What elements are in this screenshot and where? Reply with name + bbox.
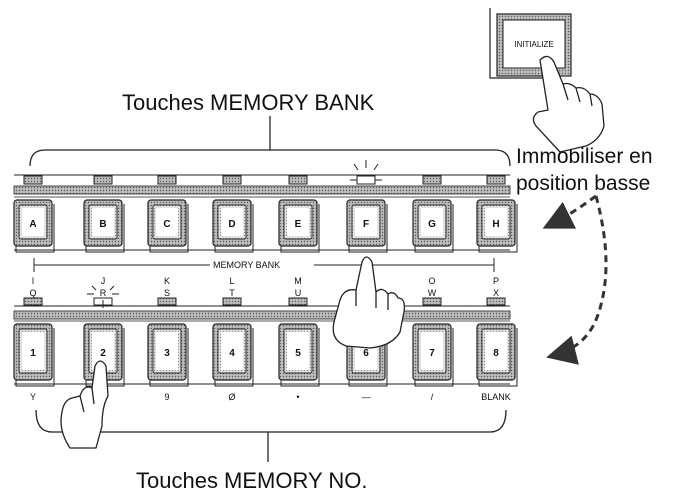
led-glow-2 [87,285,119,308]
initialize-label: INITIALIZE [514,40,554,49]
bank-led-f [356,175,376,185]
no-bracket [35,409,507,462]
memory-no-key-2[interactable]: 2 [83,323,125,387]
memory-no-key-7[interactable]: 7 [412,323,454,387]
no-sub-label-4: Ø [228,392,235,402]
bank-sub-top-l: L [229,276,234,286]
bank-bracket [29,116,511,167]
bank-led-g [422,175,442,185]
memory-bank-key-h[interactable]: H [476,199,518,253]
hand-icon-initialize [532,55,605,153]
memory-bank-key-f-label: F [363,219,369,230]
memory-no-key-4-label: 4 [229,348,235,359]
hold-label-line1: Immobiliser en [516,145,653,168]
bank-sub-bottom-r: R [100,288,107,298]
no-led-3 [157,297,177,306]
no-title: Touches MEMORY NO. [136,468,367,493]
bank-sub-bottom-q: Q [29,288,36,298]
memory-no-key-1[interactable]: 1 [13,323,55,387]
bank-sub-top-p: P [493,276,499,286]
bank-sub-bottom-x: X [493,288,499,298]
bank-led-e [288,175,308,185]
hand-icon-bank [332,256,406,349]
no-sub-label-6: — [362,392,371,402]
memory-no-key-5-label: 5 [295,348,301,359]
bank-sub-bottom-u: U [295,288,302,298]
no-led-1 [23,297,43,306]
memory-no-key-3[interactable]: 3 [147,323,189,387]
bank-sub-bottom-w: W [428,288,437,298]
bank-sub-top-o: O [428,276,435,286]
memory-no-key-3-label: 3 [164,348,170,359]
no-sub-label-5: • [296,392,299,402]
no-sub-label-1: Y [30,392,36,402]
memory-bank-key-d-label: D [228,219,235,230]
memory-bank-key-b[interactable]: B [83,199,125,253]
no-sub-label-8: BLANK [481,392,511,402]
memory-bank-key-e[interactable]: E [278,199,320,253]
bank-led-b [93,175,113,185]
bank-sub-top-i: I [32,276,35,286]
hold-label-line2: position basse [516,172,650,195]
bank-panel [13,174,511,251]
bank-led-c [157,175,177,185]
bank-sub-bottom-s: S [164,288,170,298]
memory-no-key-2-label: 2 [100,348,106,359]
memory-no-key-6-label: 6 [363,348,369,359]
bank-title: Touches MEMORY BANK [122,90,375,115]
led-glow-f [350,160,382,181]
memory-no-key-8[interactable]: 8 [476,323,518,387]
bank-sub-bottom-t: T [229,288,235,298]
no-sub-label-7: / [431,392,434,402]
memory-no-key-1-label: 1 [30,348,36,359]
memory-bank-key-d[interactable]: D [212,199,254,253]
no-led-8 [486,297,506,306]
bank-led-d [222,175,242,185]
memory-bank-key-b-label: B [99,219,106,230]
memory-bank-key-f[interactable]: F [346,199,388,253]
hold-arrows [542,194,608,365]
bank-led-a [23,175,43,185]
no-sub-label-3: 9 [164,392,169,402]
hand-icon-no [60,360,109,449]
memory-no-key-8-label: 8 [493,348,499,359]
memory-bank-bar: MEMORY BANK [33,258,495,272]
memory-bank-key-a[interactable]: A [13,199,55,253]
no-led-5 [288,297,308,306]
memory-no-key-7-label: 7 [429,348,435,359]
no-led-4 [222,297,242,306]
memory-bank-bar-label: MEMORY BANK [213,260,280,270]
initialize-button[interactable]: INITIALIZE [489,8,572,79]
memory-bank-key-e-label: E [295,219,302,230]
no-led-7 [422,297,442,306]
memory-bank-key-a-label: A [29,219,36,230]
bank-sub-top-j: J [101,276,106,286]
memory-bank-key-g-label: G [428,219,436,230]
memory-no-key-4[interactable]: 4 [212,323,254,387]
memory-bank-key-h-label: H [492,219,499,230]
bank-led-h [486,175,506,185]
memory-bank-key-g[interactable]: G [412,199,454,253]
memory-no-key-5[interactable]: 5 [278,323,320,387]
memory-bank-key-c[interactable]: C [147,199,189,253]
memory-bank-key-c-label: C [163,219,170,230]
bank-sub-top-m: M [294,276,302,286]
bank-sub-top-k: K [164,276,170,286]
